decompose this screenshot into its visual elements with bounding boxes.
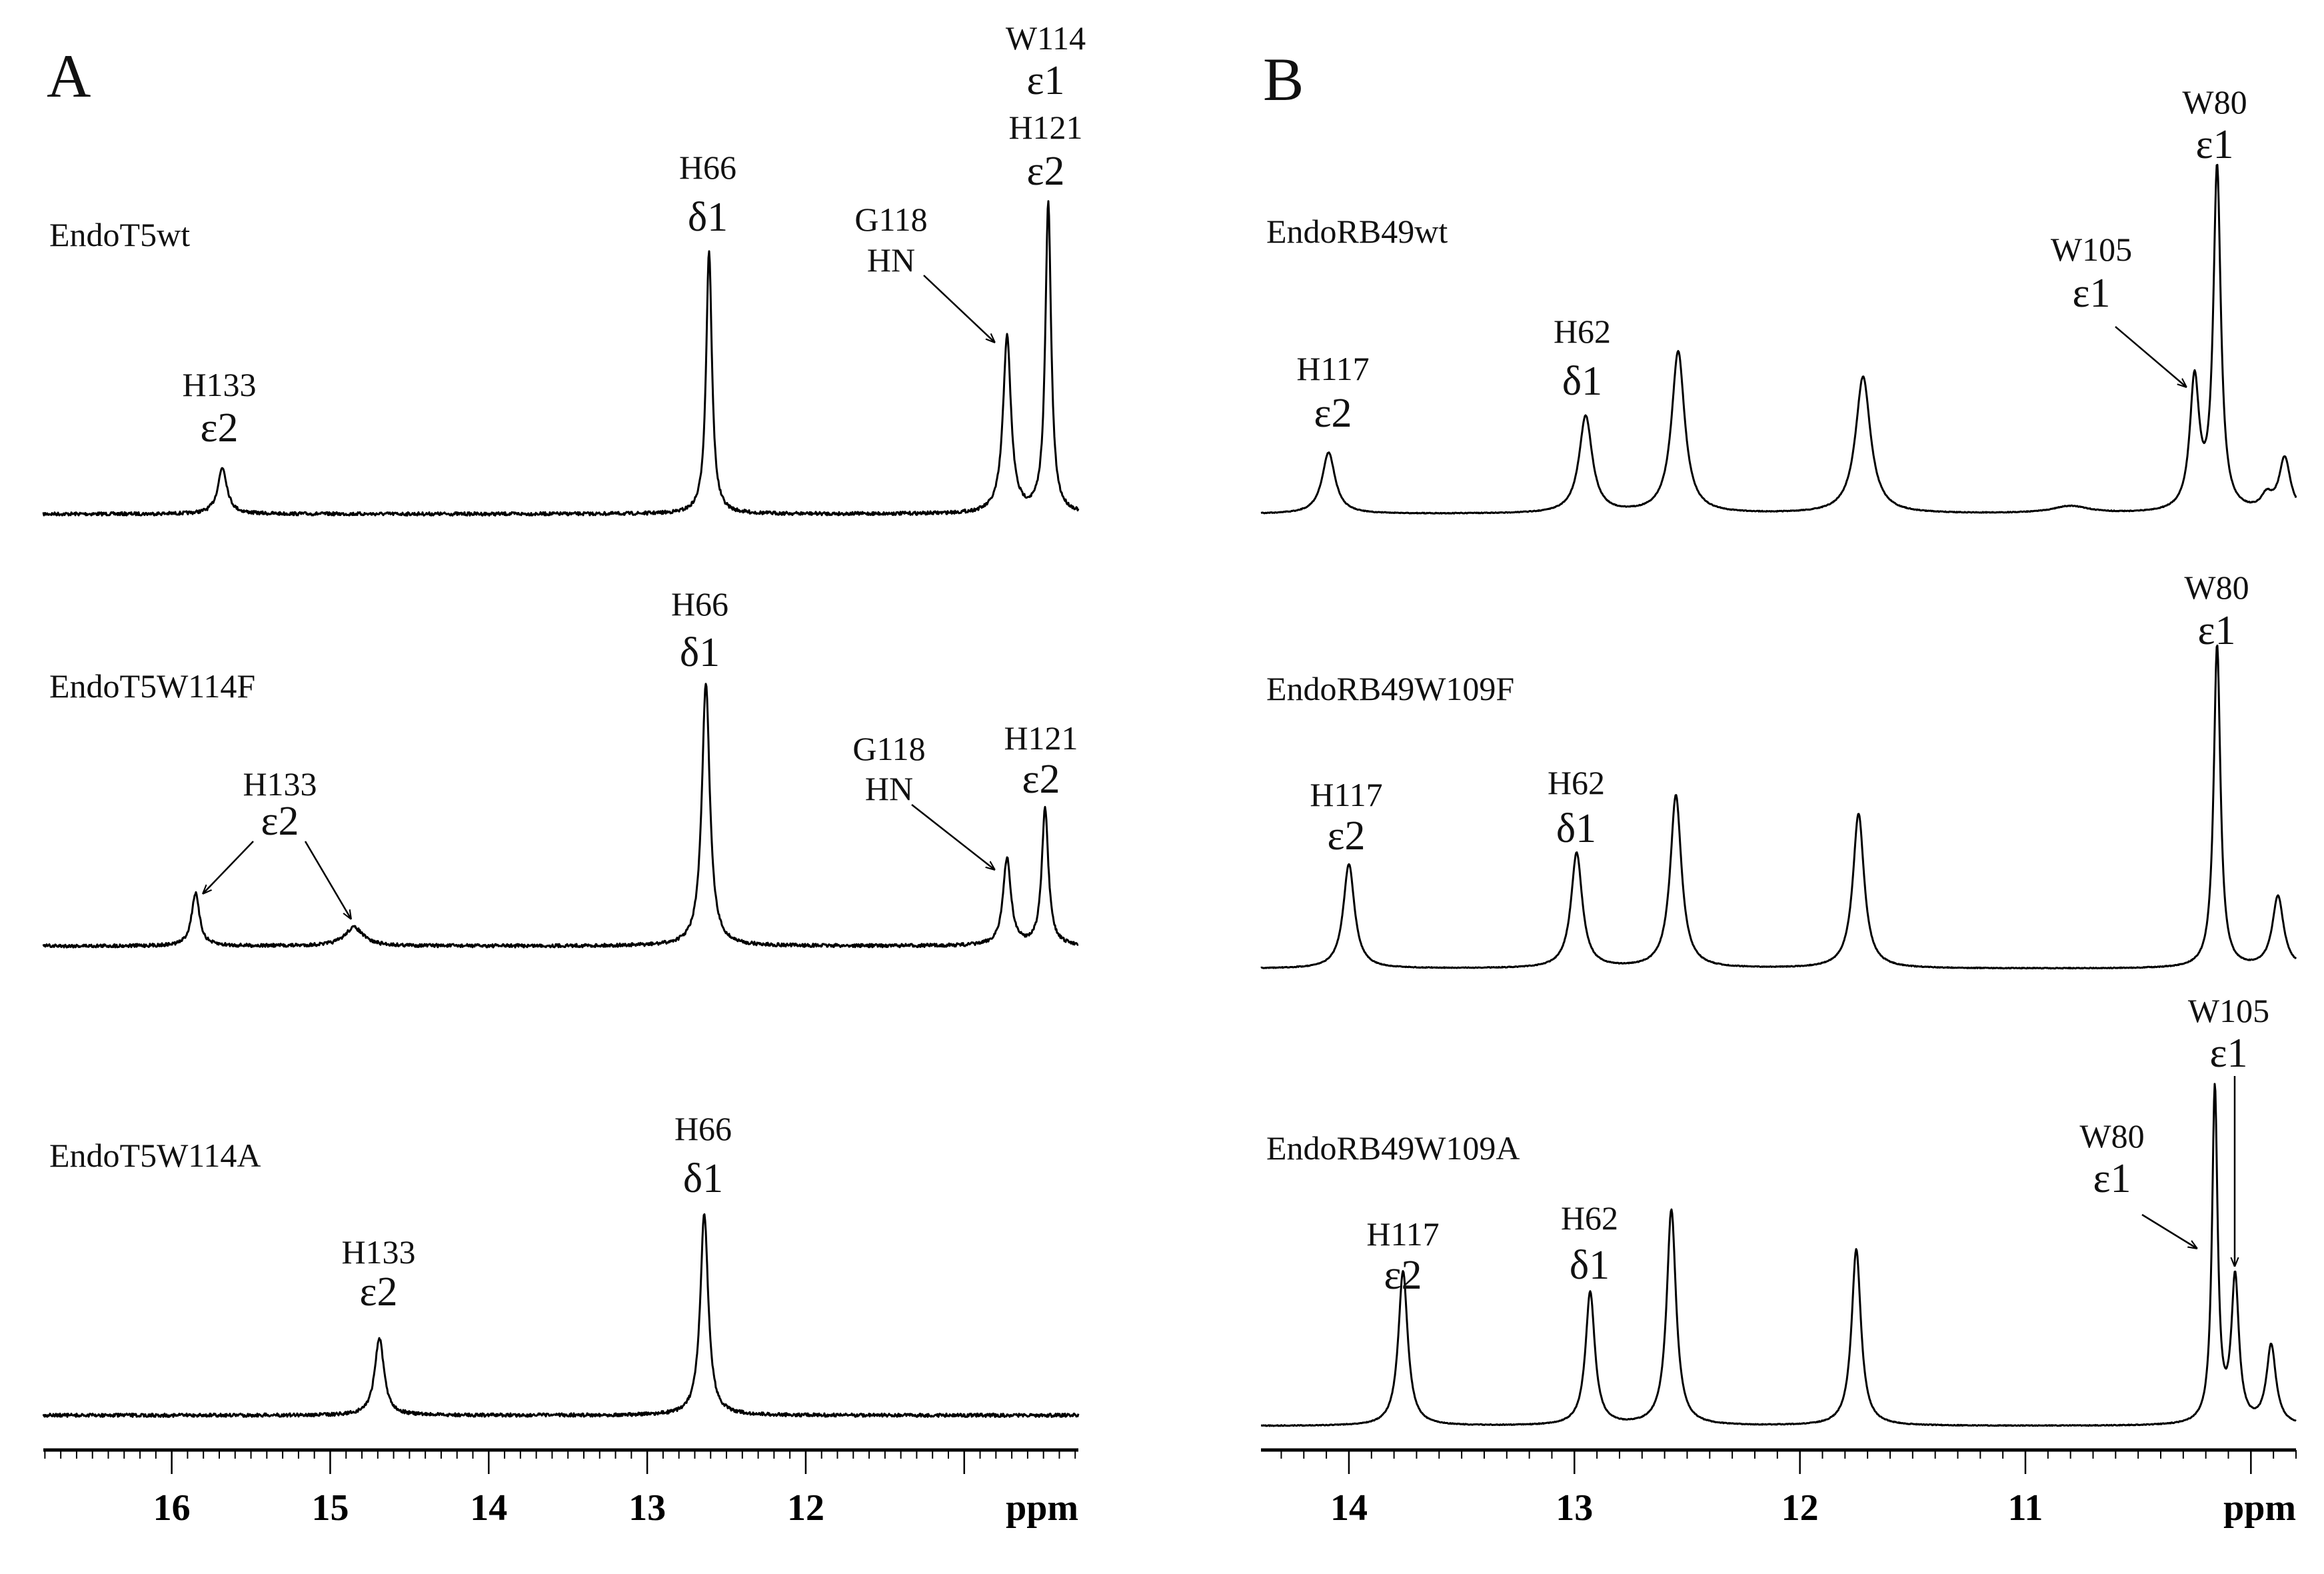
spectrum-EndoRB49wt [1260,163,2297,515]
peak-annotation: H66 [674,1110,732,1147]
spectrum-EndoT5wt [42,200,1080,517]
peak-annotation: δ1 [1562,359,1602,404]
peak-annotation: H66 [671,585,728,623]
peak-annotation: HN [867,241,915,279]
peak-annotation: ε2 [1314,391,1352,436]
x-tick-label: 12 [787,1487,824,1529]
peak-annotation: HN [865,770,913,807]
peak-annotation: ε1 [2197,608,2235,653]
panel-label-b: B [1263,45,1304,113]
annotation-arrow [911,804,995,870]
peak-annotation: H133 [341,1233,415,1271]
peak-annotation: δ1 [680,630,720,675]
peak-annotation: ε2 [1022,757,1060,802]
spectrum-EndoT5W114A [42,1213,1080,1418]
peak-annotation: ε2 [359,1269,397,1315]
peak-annotation: H117 [1310,776,1382,813]
x-tick-label: 14 [1330,1487,1368,1529]
peak-annotation: W80 [2182,83,2247,121]
peak-annotation: δ1 [688,195,728,240]
spectrum-name: EndoT5W114A [49,1137,261,1174]
peak-annotation: H117 [1296,350,1369,387]
peak-annotation: ε2 [1327,813,1365,859]
peak-annotation: ε1 [2195,122,2233,167]
spectrum-name: EndoT5wt [49,216,190,253]
x-tick-label: 13 [628,1487,666,1529]
peak-annotation: H62 [1554,313,1611,350]
peak-annotation: ε1 [1026,58,1064,103]
x-axis-label: ppm [1006,1487,1078,1529]
peak-annotation: ε1 [2093,1156,2131,1201]
peak-annotation: W105 [2051,231,2132,268]
peak-annotation: ε2 [1384,1253,1422,1298]
peak-annotation: W114 [1006,19,1086,57]
peak-annotation: G118 [854,201,927,238]
annotation-arrow [2141,1213,2197,1249]
annotation-arrow [304,841,351,919]
peak-annotation: ε1 [2209,1031,2247,1076]
x-tick-label: 15 [311,1487,349,1529]
peak-annotation: H62 [1548,764,1605,801]
peak-annotation: δ1 [1556,806,1596,851]
peak-annotation: H66 [679,149,736,186]
peak-annotation: W80 [2079,1117,2144,1155]
annotation-arrow [923,275,995,343]
x-tick-label: 14 [470,1487,507,1529]
spectrum-name: EndoRB49W109F [1266,670,1514,707]
panel-label-a: A [47,42,91,110]
peak-annotation: H133 [182,366,256,403]
peak-annotation: ε2 [261,799,299,844]
spectrum-EndoRB49W109F [1260,644,2297,970]
peak-annotation: W80 [2184,569,2249,606]
peak-annotation: H133 [243,765,317,803]
spectrum-EndoT5W114F [42,683,1079,949]
peak-annotation: H117 [1366,1215,1439,1253]
peak-annotation: G118 [852,730,925,767]
spectrum-EndoRB49W109A [1260,1083,2297,1427]
peak-annotation: ε2 [200,405,238,451]
peak-annotation: H121 [1008,109,1082,146]
x-tick-label: 16 [153,1487,191,1529]
peak-annotation: δ1 [683,1156,723,1201]
x-tick-label: 12 [1781,1487,1819,1529]
annotation-arrow [2115,326,2187,387]
annotation-arrow [203,841,254,894]
x-tick-label: 13 [1556,1487,1593,1529]
x-tick-label: 11 [2008,1487,2043,1529]
x-axis-label: ppm [2223,1487,2296,1529]
peak-annotation: ε2 [1026,149,1064,194]
peak-annotation: ε1 [2072,271,2110,316]
spectrum-name: EndoT5W114F [49,667,255,705]
spectrum-name: EndoRB49wt [1266,213,1448,250]
spectrum-name: EndoRB49W109A [1266,1129,1520,1167]
peak-annotation: H62 [1561,1199,1618,1237]
peak-annotation: H121 [1004,719,1078,757]
peak-annotation: δ1 [1570,1243,1610,1288]
peak-annotation: W105 [2188,992,2269,1029]
